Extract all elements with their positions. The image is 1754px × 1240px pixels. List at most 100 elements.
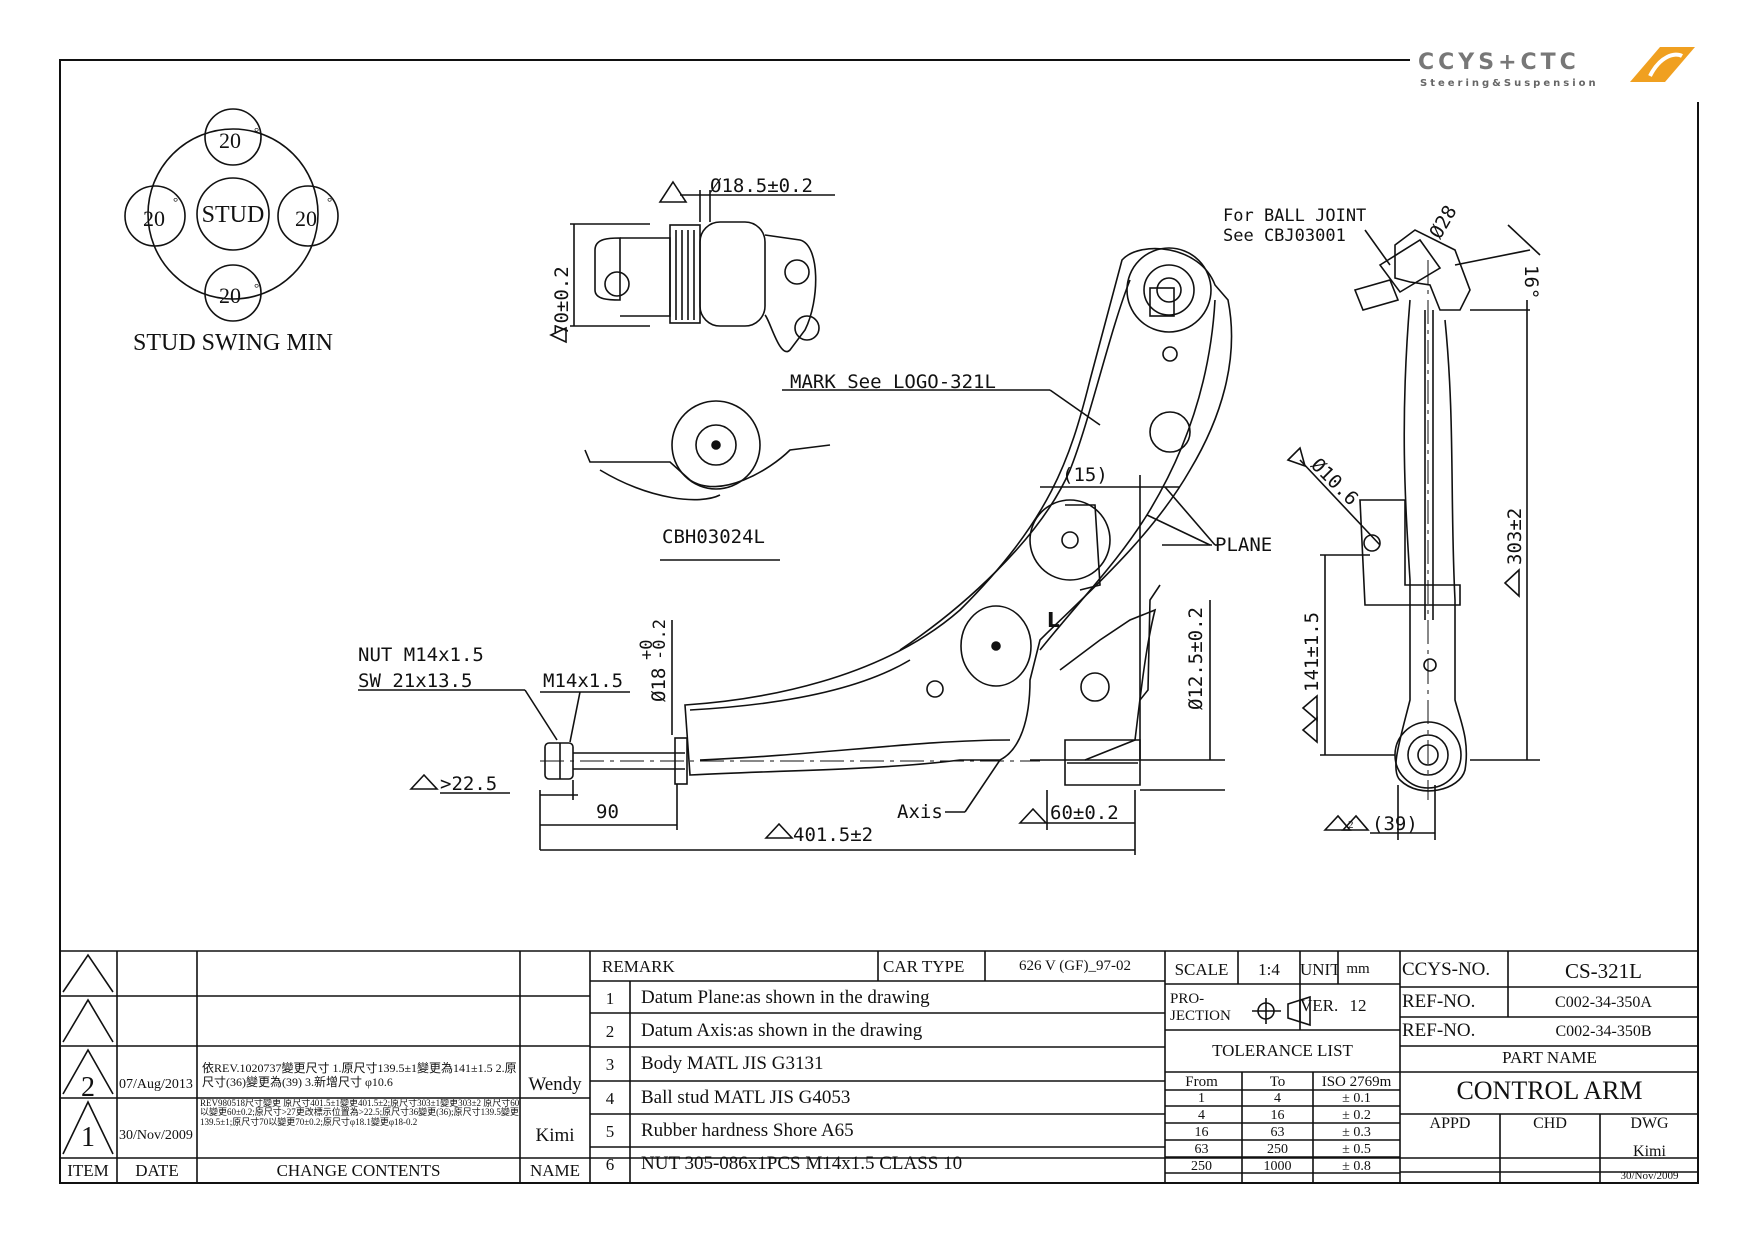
tol-r3-val: ± 0.3 — [1342, 1125, 1371, 1140]
axis-label: Axis — [897, 801, 943, 823]
tol-r5-from: 250 — [1191, 1159, 1212, 1174]
remark-text-6: NUT 305-086x1PCS M14x1.5 CLASS 10 — [641, 1154, 963, 1174]
degree-top: ° — [254, 124, 259, 139]
remark-text-2: Datum Axis:as shown in the drawing — [641, 1021, 923, 1041]
dim-15: (15) — [1062, 464, 1108, 486]
remark-no-1: 1 — [605, 990, 615, 1008]
tol-header-to: To — [1269, 1074, 1286, 1090]
tol-header-iso: ISO 2769m — [1321, 1074, 1392, 1090]
tol-r1-val: ± 0.1 — [1342, 1091, 1371, 1106]
tol-r3-to: 63 — [1270, 1125, 1285, 1140]
bushing-diameter: Ø18.5±0.2 — [710, 175, 813, 197]
tol-r4-to: 250 — [1267, 1142, 1288, 1157]
remark-no-5: 5 — [605, 1123, 615, 1141]
dia12-dim: Ø12.5±0.2 — [1185, 607, 1207, 710]
ball-joint-note-1: For BALL JOINT — [1223, 206, 1366, 226]
remark-text-4: Ball stud MATL JIS G4053 — [641, 1088, 851, 1108]
remark-no-2: 2 — [605, 1023, 615, 1041]
remark-label: REMARK — [602, 958, 675, 976]
tol-r2-to: 16 — [1270, 1108, 1285, 1123]
degree-left: ° — [173, 194, 178, 209]
scale-label: SCALE — [1174, 961, 1229, 979]
main-view-annotations: MARK See LOGO-321L (15) PLANE Axis NUT M… — [358, 371, 1272, 855]
remark-text-5: Rubber hardness Shore A65 — [641, 1121, 854, 1141]
dim-90: 90 — [596, 801, 619, 823]
swing-top: 20 — [219, 128, 241, 153]
ref-number-2: C002-34-350B — [1555, 1023, 1652, 1040]
tol-r5-val: ± 0.8 — [1342, 1159, 1371, 1174]
logo-swoosh-icon — [1630, 47, 1695, 82]
dia106-dim: Ø10.6 — [1306, 454, 1362, 510]
tol-r4-from: 63 — [1194, 1142, 1209, 1157]
remark-no-6: 6 — [605, 1156, 615, 1174]
stud-label: STUD — [202, 202, 265, 228]
stud-swing-caption: STUD SWING MIN — [133, 330, 333, 356]
ver-label: VER. — [1300, 997, 1338, 1015]
tolerance-title: TOLERANCE LIST — [1212, 1042, 1353, 1060]
dwg-date: 30/Nov/2009 — [1620, 1170, 1679, 1182]
company-logo: CCYS+CTC Steering&Suspension — [1410, 42, 1710, 102]
remark-text-1: Datum Plane:as shown in the drawing — [641, 988, 930, 1008]
header-name: NAME — [529, 1162, 581, 1180]
dia28-dim: Ø28 — [1425, 202, 1461, 243]
rev1-date: 30/Nov/2009 — [119, 1128, 193, 1143]
tol-header-from: From — [1185, 1074, 1218, 1090]
thread-spec: M14x1.5 — [543, 670, 623, 692]
bushing-part-no: CBH03024L — [662, 526, 765, 548]
tol-r1-to: 4 — [1274, 1091, 1281, 1106]
logo-tagline: Steering&Suspension — [1420, 78, 1599, 89]
dwg-label: DWG — [1630, 1115, 1669, 1132]
dia18-tol-minus: -0.2 — [650, 619, 670, 660]
ccys-number: CS-321L — [1564, 960, 1642, 983]
appd-label: APPD — [1429, 1115, 1471, 1132]
ver-value: 12 — [1349, 997, 1367, 1015]
degree-bottom: ° — [254, 280, 259, 295]
dim-4015: 401.5±2 — [793, 824, 873, 846]
part-name: CONTROL ARM — [1456, 1077, 1643, 1105]
chd-label: CHD — [1533, 1115, 1567, 1132]
rev1-contents: REV980518尺寸變更 原尺寸401.5±1變更401.5±2;原尺寸303… — [200, 1099, 520, 1127]
rev2-name: Wendy — [528, 1075, 582, 1095]
dia18-dim: Ø18 — [648, 668, 670, 702]
angle-16: 16° — [1520, 265, 1542, 299]
rev2-contents: 依REV.1020737變更尺寸 1.原尺寸139.5±1變更為141±1.5 … — [202, 1062, 517, 1089]
drawing-frame — [59, 59, 1699, 1184]
rev2-item: 2 — [81, 1073, 95, 1103]
bushing-side-view: CBH03024L — [584, 400, 831, 561]
rev-mark-2: 2 — [1348, 819, 1354, 831]
mark-note: MARK See LOGO-321L — [790, 371, 996, 393]
plane-label: PLANE — [1215, 534, 1272, 556]
bushing-top-view: Ø18.5±0.2 70±0.2 — [549, 175, 835, 353]
dim-141: 141±1.5 — [1301, 612, 1323, 692]
ref-number-1: C002-34-350A — [1555, 994, 1652, 1011]
ref-label-1: REF-NO. — [1402, 992, 1476, 1012]
part-name-label: PART NAME — [1502, 1049, 1597, 1067]
nut-note-2: SW 21x13.5 — [358, 670, 472, 692]
swing-left: 20 — [143, 206, 165, 231]
projection-label: PRO-JECTION — [1170, 991, 1231, 1025]
rev1-item: 1 — [81, 1123, 95, 1153]
swing-bottom: 20 — [219, 283, 241, 308]
bushing-height: 70±0.2 — [551, 266, 573, 335]
dim-303: 303±2 — [1504, 508, 1526, 565]
header-contents: CHANGE CONTENTS — [276, 1162, 441, 1180]
remark-no-4: 4 — [605, 1090, 615, 1108]
nut-note-1: NUT M14x1.5 — [358, 644, 484, 666]
control-arm-main-view: L — [540, 247, 1233, 786]
title-block: 2 07/Aug/2013 依REV.1020737變更尺寸 1.原尺寸139.… — [59, 951, 1699, 1184]
tol-r1-from: 1 — [1198, 1091, 1205, 1106]
tol-r2-from: 4 — [1198, 1108, 1205, 1123]
stud-swing-diagram: STUD 20 20 20 20 ° ° ° ° STUD SWING MIN — [124, 108, 339, 356]
dia18-tol-plus: +0 — [637, 640, 657, 660]
scale-value: 1:4 — [1258, 961, 1280, 979]
dim-60: 60±0.2 — [1050, 802, 1119, 824]
tol-r4-val: ± 0.5 — [1342, 1142, 1371, 1157]
swing-right: 20 — [295, 206, 317, 231]
dim-225: >22.5 — [440, 773, 497, 795]
remark-text-3: Body MATL JIS G3131 — [641, 1054, 824, 1074]
remark-no-3: 3 — [605, 1056, 615, 1074]
tol-r5-to: 1000 — [1263, 1159, 1292, 1174]
car-type-label: CAR TYPE — [883, 958, 965, 976]
dim-39: (39) — [1372, 813, 1418, 835]
